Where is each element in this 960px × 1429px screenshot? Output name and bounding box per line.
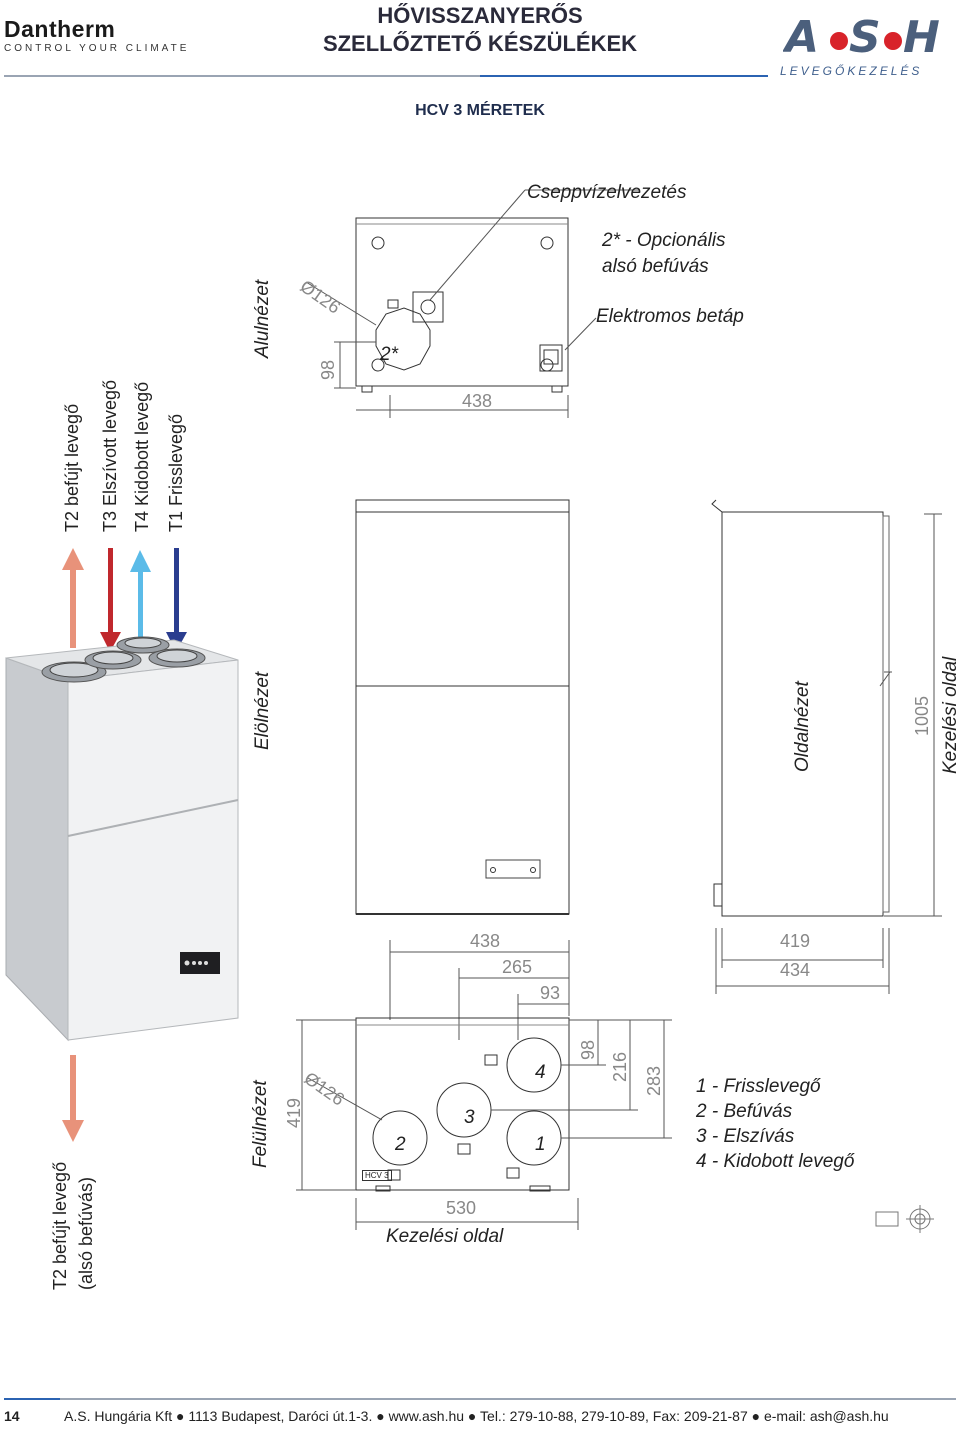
ash-logo-graphic: A S H <box>782 12 940 63</box>
legend-t4: T4 Kidobott levegő <box>132 381 152 532</box>
port-2-circle <box>372 1110 428 1166</box>
top-dim-419: 419 <box>284 1097 304 1128</box>
t3-extract-arrow <box>100 548 121 652</box>
port-legend-2: 2 - Befúvás <box>696 1101 793 1122</box>
bottom-dim-98: 98 <box>318 359 338 380</box>
front-view-drawing <box>355 499 570 1040</box>
bottom-port-label: 2* <box>380 344 398 365</box>
front-dim-438: 438 <box>470 931 501 951</box>
front-dim-93: 93 <box>540 983 561 1003</box>
bottom-view-drawing <box>305 189 640 418</box>
svg-text:H: H <box>903 14 939 60</box>
legend-t2-bottom-line2: (alsó befúvás) <box>76 1176 96 1290</box>
svg-text:A: A <box>783 14 818 60</box>
top-dim-216: 216 <box>610 1051 630 1082</box>
port-legend-1: 1 - Frisslevegő <box>696 1076 821 1097</box>
unit-photo <box>5 636 239 1042</box>
power-supply-label: Elektromos betáp <box>596 306 744 327</box>
drain-label: Cseppvízelvezetés <box>527 182 687 203</box>
optional-supply-label-line1: 2* - Opcionális <box>602 230 726 251</box>
bottom-dim-438: 438 <box>462 391 493 411</box>
page-number: 14 <box>4 1408 20 1424</box>
document-title-line1: HŐVISSZANYERŐS <box>377 3 583 28</box>
side-dim-1005: 1005 <box>912 695 932 736</box>
top-dim-98: 98 <box>578 1039 598 1060</box>
footer-divider-accent <box>4 1398 60 1400</box>
top-port-2: 2 <box>395 1134 406 1155</box>
port-legend-4: 4 - Kidobott levegő <box>696 1151 855 1172</box>
top-port-3: 3 <box>464 1107 475 1128</box>
header-divider <box>4 75 768 77</box>
t4-exhaust-arrow <box>130 550 151 650</box>
model-tag: HCV 3 <box>362 1170 392 1181</box>
view-label-side: Oldalnézet <box>792 681 813 772</box>
top-port-4: 4 <box>535 1062 546 1083</box>
t2-supply-arrow <box>62 548 84 648</box>
view-label-bottom: Alulnézet <box>252 279 273 358</box>
view-label-top: Felülnézet <box>250 1080 271 1168</box>
legend-t2-bottom-line1: T2 befújt levegő <box>50 1161 70 1290</box>
legend-t2: T2 befújt levegő <box>62 403 82 532</box>
ash-logo: A S H <box>782 12 959 70</box>
port-legend-3: 3 - Elszívás <box>696 1126 795 1147</box>
t2-bottom-supply-arrow <box>62 1055 84 1142</box>
top-view-drawing <box>296 1017 934 1233</box>
dantherm-tagline: CONTROL YOUR CLIMATE <box>4 43 190 54</box>
side-service-side-label: Kezelési oldal <box>940 656 960 774</box>
top-dim-283: 283 <box>644 1065 664 1096</box>
header-divider-accent <box>480 75 768 77</box>
port-4-circle <box>506 1037 562 1093</box>
top-dim-530: 530 <box>446 1198 477 1218</box>
side-view-drawing <box>711 499 942 994</box>
section-subtitle: HCV 3 MÉRETEK <box>415 102 545 119</box>
svg-text:S: S <box>849 14 880 60</box>
port-1-circle <box>506 1110 562 1166</box>
footer-divider <box>4 1398 956 1400</box>
legend-t3: T3 Elszívott levegő <box>100 379 120 532</box>
ash-tagline: LEVEGŐKEZELÉS <box>780 64 923 78</box>
t1-fresh-arrow <box>166 548 187 652</box>
side-dim-434: 434 <box>780 960 811 980</box>
top-service-side-label: Kezelési oldal <box>386 1226 504 1247</box>
legend-t1: T1 Frisslevegő <box>166 413 186 532</box>
front-dim-265: 265 <box>502 957 533 977</box>
view-label-front: Elölnézet <box>252 671 273 750</box>
side-dim-419: 419 <box>780 931 811 951</box>
optional-supply-label-line2: alsó befúvás <box>602 256 709 277</box>
footer-contact: A.S. Hungária Kft ● 1113 Budapest, Daróc… <box>64 1408 889 1424</box>
top-port-1: 1 <box>535 1134 546 1155</box>
dantherm-logo: Dantherm <box>4 16 116 42</box>
document-title-line2: SZELLŐZTETŐ KÉSZÜLÉKEK <box>322 31 638 56</box>
